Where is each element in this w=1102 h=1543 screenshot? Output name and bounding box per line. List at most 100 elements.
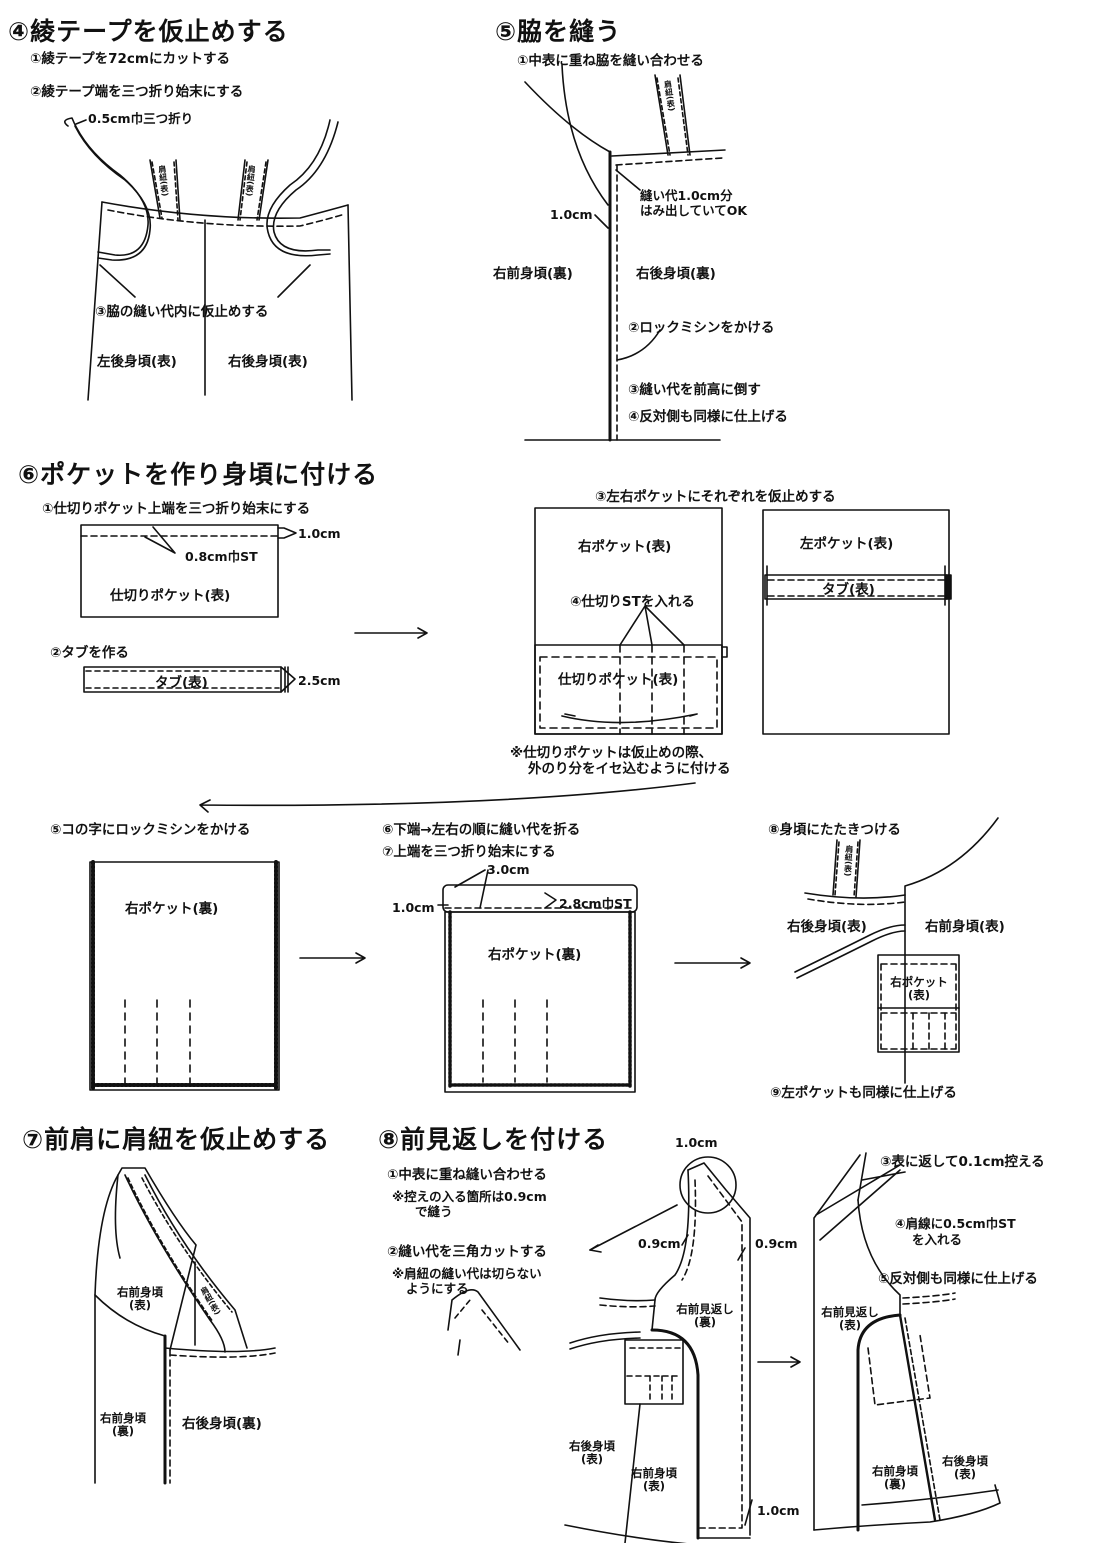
s6-left-pocket-front-drawing <box>763 510 951 734</box>
s6-right-pocket-back-drawing <box>90 862 279 1090</box>
s5-dim: 1.0cm <box>550 207 593 222</box>
s8-title: ⑧前見返しを付ける <box>378 1125 609 1154</box>
s6-arrow-1 <box>355 628 427 638</box>
s8-facing2-line2: (表) <box>838 1317 861 1332</box>
s5-step3: ③縫い代を前高に倒す <box>628 382 761 398</box>
s7-front-shoulder-drawing <box>95 1168 275 1483</box>
s6-dim-1: 1.0cm <box>298 526 341 541</box>
s8-step5: ⑤反対側も同様に仕上げる <box>878 1271 1038 1287</box>
s8-note1-line1: ※控えの入る箇所は0.9cm <box>392 1189 547 1204</box>
s8-back-back2-label: 右後身頃 (表) <box>935 1455 995 1480</box>
s6-curved-arrow <box>200 783 695 812</box>
s4-label-right-back: 右後身頃(表) <box>228 354 308 370</box>
s6-step7: ⑦上端を三つ折り始末にする <box>382 844 556 860</box>
s6-divider-pocket-2: 仕切りポケット(表) <box>558 672 679 688</box>
s6-dim-tab: 2.5cm <box>298 673 341 688</box>
s7-title: ⑦前肩に肩紐を仮止めする <box>22 1125 331 1154</box>
s7-back-back: 右後身頃(裏) <box>182 1416 262 1432</box>
s6-title: ⑥ポケットを作り身頃に付ける <box>18 460 379 489</box>
s6-pocket-small-line1: 右ポケット <box>890 975 948 989</box>
s6-pocket-small-line2: (表) <box>907 987 930 1002</box>
s6-right-pocket-front: 右ポケット(表) <box>578 539 672 555</box>
s8-dim-bottom: 1.0cm <box>757 1503 800 1518</box>
s8-back-back2-line1: 右後身頃 <box>942 1454 988 1468</box>
s8-facing-attach-drawing <box>565 1157 752 1543</box>
s4-title: ④綾テープを仮止めする <box>8 17 289 46</box>
s7-front-face-line1: 右前身頃 <box>117 1285 163 1299</box>
s8-step2: ②縫い代を三角カットする <box>387 1244 547 1260</box>
s6-step2: ②タブを作る <box>50 645 129 661</box>
s6-dim-28: 2.8cm巾ST <box>559 896 632 911</box>
s8-step3: ③表に返して0.1cm控える <box>880 1154 1045 1170</box>
s6-step3: ③左右ポケットにそれぞれを仮止めする <box>595 489 836 505</box>
s5-step4: ④反対側も同様に仕上げる <box>628 409 788 425</box>
s6-pocket-small-label: 右ポケット (表) <box>880 976 958 1001</box>
s6-arrow-2 <box>300 953 365 963</box>
s6-dim-st: 0.8cm巾ST <box>185 549 258 564</box>
s6-step1: ①仕切りポケット上端を三つ折り始末にする <box>42 501 311 517</box>
s8-step4-line1: ④肩線に0.5cm巾ST <box>895 1216 1016 1231</box>
s6-arrow-3 <box>675 958 750 968</box>
s6-tab-drawing <box>84 667 295 692</box>
s6-tab-label-2: タブ(表) <box>822 582 875 598</box>
s6-tab-label: タブ(表) <box>155 675 208 691</box>
s6-divider-pocket-drawing <box>81 525 296 617</box>
s8-dim-top: 1.0cm <box>675 1135 718 1150</box>
s5-step1: ①中表に重ね脇を縫い合わせる <box>517 53 704 69</box>
s6-attach-pocket-drawing <box>795 818 998 1083</box>
s7-front-back-line1: 右前身頃 <box>100 1411 146 1425</box>
s6-strap-label: 肩紐(表) <box>842 844 855 877</box>
s6-step4: ④仕切りSTを入れる <box>570 594 695 610</box>
s8-arrow <box>758 1357 800 1367</box>
s6-left-pocket-front: 左ポケット(表) <box>800 536 894 552</box>
s8-facing-line2: (裏) <box>693 1314 716 1329</box>
s8-front-front-line1: 右前身頃 <box>631 1466 677 1480</box>
s4-step3: ③脇の縫い代内に仮止めする <box>95 304 269 320</box>
s6-dim-1b: 1.0cm <box>392 900 435 915</box>
s7-front-back-label: 右前身頃 (裏) <box>88 1412 158 1437</box>
s7-front-face-label: 右前身頃 (表) <box>110 1286 170 1311</box>
s5-note-line2: はみ出していてOK <box>640 203 748 218</box>
s6-dim-3: 3.0cm <box>487 862 530 877</box>
s8-facing-label: 右前見返し (裏) <box>670 1303 740 1328</box>
s6-step6: ⑥下端→左右の順に縫い代を折る <box>382 822 581 838</box>
s8-dim-09b: 0.9cm <box>755 1236 798 1251</box>
s6-right-pocket-back: 右ポケット(裏) <box>125 901 219 917</box>
s6-note-line2: 外のり分をイセ込むように付ける <box>528 761 731 777</box>
s5-label-back: 右後身頃(裏) <box>636 266 716 282</box>
s8-back-front-label: 右後身頃 (表) <box>562 1440 622 1465</box>
s6-right-pocket-front-drawing <box>535 508 727 734</box>
s8-dim-09a: 0.9cm <box>638 1236 681 1251</box>
s6-folded-pocket-drawing <box>438 870 637 1092</box>
s5-note-line1: 縫い代1.0cm分 <box>640 188 733 203</box>
s8-facing2-line1: 右前見返し <box>821 1305 879 1319</box>
s8-step1: ①中表に重ね縫い合わせる <box>387 1167 547 1183</box>
s6-right-back-front: 右後身頃(表) <box>787 919 867 935</box>
s8-note2-line1: ※肩紐の縫い代は切らない <box>392 1266 542 1281</box>
s8-step4-line2: を入れる <box>912 1232 963 1247</box>
s6-step9: ⑨左ポケットも同様に仕上げる <box>770 1085 957 1101</box>
s6-step5: ⑤コの字にロックミシンをかける <box>50 822 251 838</box>
s5-title: ⑤脇を縫う <box>495 17 622 46</box>
s7-front-back-line2: (裏) <box>111 1423 134 1438</box>
s5-side-seam-drawing <box>525 65 725 440</box>
s8-note1-line2: で縫う <box>415 1204 453 1219</box>
s8-back-front-line1: 右後身頃 <box>569 1439 615 1453</box>
s8-cut-detail-drawing <box>448 1290 520 1355</box>
s8-back-back2-line2: (表) <box>953 1466 976 1481</box>
s8-front-front-line2: (表) <box>642 1478 665 1493</box>
s8-front-front-label: 右前身頃 (表) <box>624 1467 684 1492</box>
s6-right-pocket-back-2: 右ポケット(裏) <box>488 947 582 963</box>
s6-note-line1: ※仕切りポケットは仮止めの際、 <box>510 745 713 761</box>
s8-note2-line2: ようにする <box>406 1281 469 1296</box>
s4-step1: ①綾テープを72cmにカットする <box>30 51 230 67</box>
s5-step2: ②ロックミシンをかける <box>628 320 775 336</box>
s8-front-back2-line2: (裏) <box>883 1476 906 1491</box>
s8-back-front-line2: (表) <box>580 1451 603 1466</box>
s8-front-back2-line1: 右前身頃 <box>872 1464 918 1478</box>
s8-finished-drawing <box>814 1153 1000 1530</box>
s4-fold-note: 0.5cm巾三つ折り <box>88 111 194 126</box>
s6-right-front-front: 右前身頃(表) <box>925 919 1005 935</box>
s7-front-face-line2: (表) <box>128 1297 151 1312</box>
